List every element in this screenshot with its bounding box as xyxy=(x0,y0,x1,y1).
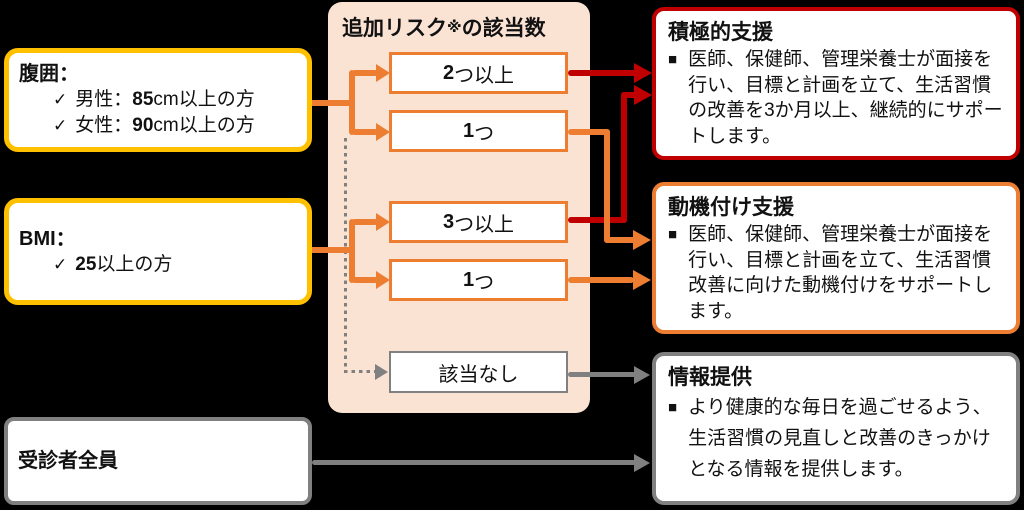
risk-count-suffix: つ xyxy=(474,271,495,294)
risk-count-value: 2 xyxy=(442,61,455,84)
bullet-square-icon: ■ xyxy=(668,399,678,416)
connector-bmi-stub xyxy=(302,247,352,253)
check-icon: ✓ xyxy=(53,254,68,274)
check-icon: ✓ xyxy=(53,116,68,135)
motivational-support-title: 動機付け支援 xyxy=(668,196,794,219)
risk-count-suffix: つ以上 xyxy=(454,64,515,87)
risk-panel-title-text: 追加リスク xyxy=(342,17,447,40)
everyone-title: 受診者全員 xyxy=(18,450,118,472)
bmi-criterion: ✓ 25以上の方 xyxy=(53,252,297,278)
criterion-label: 女性： xyxy=(75,115,133,136)
risk-count-value: 1 xyxy=(462,268,475,291)
risk-count-suffix: つ xyxy=(474,122,495,145)
arrowhead-information-1 xyxy=(634,366,650,384)
criterion-suffix: 以上の方 xyxy=(96,253,173,275)
criterion-value: 90 xyxy=(132,115,154,136)
criterion-value: 25 xyxy=(75,253,97,275)
connector-none-dotted-horizontal xyxy=(344,370,375,373)
arrowhead-motivational-1 xyxy=(633,230,651,250)
connector-waist-stub xyxy=(302,100,352,106)
arrowhead-active-2 xyxy=(634,85,652,105)
waist-criteria-box: 腹囲： ✓ 男性：85cm以上の方 ✓ 女性：90cm以上の方 xyxy=(4,48,312,152)
risk-count-suffix: 該当なし xyxy=(438,363,519,386)
arrowhead-1 xyxy=(376,123,390,141)
connector-bmi-branch xyxy=(349,219,355,283)
reference-mark: ※ xyxy=(447,19,462,36)
active-support-bullet-row: ■ 医師、保健師、管理栄養士が面接を行い、目標と計画を立て、生活習慣の改善を3か… xyxy=(668,47,1004,149)
arrowhead-none xyxy=(375,364,388,380)
criterion-text: 25以上の方 xyxy=(75,252,172,278)
motivational-support-bullet-row: ■ 医師、保健師、管理栄養士が面接を行い、目標と計画を立て、生活習慣改善に向けた… xyxy=(668,222,1004,324)
connector-everyone-to-information xyxy=(312,460,636,465)
connector-1-vertical xyxy=(604,129,610,243)
criterion-value: 85 xyxy=(132,89,154,110)
risk-panel-title-suffix: の該当数 xyxy=(461,17,546,40)
connector-waist-to-1 xyxy=(352,129,378,135)
arrowhead-information-2 xyxy=(634,454,650,472)
connector-bmi-to-3plus xyxy=(352,219,378,225)
criterion-suffix: cm以上の方 xyxy=(153,89,255,110)
information-body: より健康的な毎日を過ごせるよう、生活習慣の見直しと改善のきっかけとなる情報を提供… xyxy=(688,397,992,480)
information-bullet-row: ■ より健康的な毎日を過ごせるよう、生活習慣の見直しと改善のきっかけとなる情報を… xyxy=(668,392,1004,485)
connector-3plus-vertical xyxy=(621,92,627,223)
active-support-title: 積極的支援 xyxy=(668,21,773,44)
bullet-square-icon: ■ xyxy=(668,226,678,243)
arrowhead-2plus xyxy=(376,64,390,82)
motivational-support-box: 動機付け支援 ■ 医師、保健師、管理栄養士が面接を行い、目標と計画を立て、生活習… xyxy=(652,182,1020,334)
connector-bmi1-to-motivational xyxy=(568,277,634,283)
motivational-support-body: 医師、保健師、管理栄養士が面接を行い、目標と計画を立て、生活習慣改善に向けた動機… xyxy=(688,224,993,322)
connector-bmi-to-1 xyxy=(352,277,378,283)
bmi-title: BMI： xyxy=(19,227,76,250)
waist-female-criterion: ✓ 女性：90cm以上の方 xyxy=(53,113,297,139)
connector-1-horizontal xyxy=(568,129,610,135)
arrowhead-motivational-2 xyxy=(633,270,651,290)
bmi-criteria-box: BMI： ✓ 25以上の方 xyxy=(4,198,312,305)
arrowhead-3plus xyxy=(376,213,390,231)
risk-count-none-box: 該当なし xyxy=(389,351,568,393)
information-box: 情報提供 ■ より健康的な毎日を過ごせるよう、生活習慣の見直しと改善のきっかけと… xyxy=(652,352,1020,505)
waist-title: 腹囲： xyxy=(19,63,79,85)
connector-none-dotted-vertical xyxy=(344,138,347,372)
connector-3plus-to-active xyxy=(621,92,637,98)
risk-count-value: 1 xyxy=(462,119,475,142)
arrowhead-bmi-1 xyxy=(376,271,390,289)
active-support-body: 医師、保健師、管理栄養士が面接を行い、目標と計画を立て、生活習慣の改善を3か月以… xyxy=(688,49,1003,147)
everyone-box: 受診者全員 xyxy=(4,417,312,505)
connector-2plus-to-active xyxy=(568,70,638,76)
bullet-square-icon: ■ xyxy=(668,51,678,68)
criterion-suffix: cm以上の方 xyxy=(153,115,255,136)
connector-waist-to-2plus xyxy=(352,70,378,76)
criterion-text: 女性：90cm以上の方 xyxy=(75,113,254,139)
risk-count-value: 3 xyxy=(442,210,455,233)
connector-3plus-horizontal xyxy=(568,217,627,223)
check-icon: ✓ xyxy=(53,90,68,109)
connector-waist-branch xyxy=(349,70,355,135)
connector-1-to-motivational xyxy=(604,237,637,243)
connector-none-to-information xyxy=(568,372,636,377)
risk-count-suffix: つ以上 xyxy=(454,213,515,236)
active-support-box: 積極的支援 ■ 医師、保健師、管理栄養士が面接を行い、目標と計画を立て、生活習慣… xyxy=(652,7,1020,160)
waist-male-criterion: ✓ 男性：85cm以上の方 xyxy=(53,87,297,113)
information-title: 情報提供 xyxy=(668,366,752,389)
arrowhead-active-1 xyxy=(634,63,652,83)
criterion-label: 男性： xyxy=(75,89,133,110)
criterion-text: 男性：85cm以上の方 xyxy=(75,87,254,113)
risk-panel-title: 追加リスク※の該当数 xyxy=(342,12,546,42)
